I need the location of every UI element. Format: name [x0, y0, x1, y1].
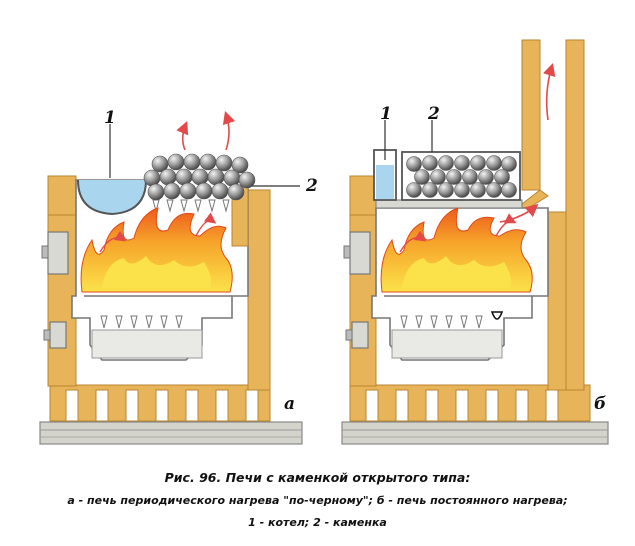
oven-a-label-kettle: 1 — [104, 108, 116, 128]
oven-b-letter: б — [594, 394, 607, 414]
oven-b-chimney-right — [565, 39, 585, 391]
figure-caption-parts: 1 - котел; 2 - каменка — [248, 516, 387, 529]
oven-a-ash-door — [49, 321, 67, 349]
oven-b-label-kettle: 1 — [380, 104, 392, 124]
oven-b-chimney-left — [521, 39, 541, 191]
oven-a-left-wall — [47, 175, 77, 387]
oven-a-stones — [143, 153, 256, 201]
figure-caption-legend: а - печь периодического нагрева "по-черн… — [67, 494, 568, 507]
oven-a — [39, 110, 303, 445]
oven-a-base — [39, 421, 303, 445]
oven-b-left-wall — [349, 175, 377, 387]
oven-b — [341, 39, 609, 445]
figure-caption-title: Рис. 96. Печи с каменкой открытого типа: — [164, 470, 471, 485]
oven-diagrams — [39, 39, 609, 445]
oven-a-right-wall — [247, 189, 271, 391]
oven-a-fire-door — [47, 231, 69, 275]
oven-b-ash-door — [351, 321, 369, 349]
oven-b-fire-door — [349, 231, 371, 275]
oven-a-kettle — [77, 179, 147, 216]
oven-b-stones — [406, 155, 517, 198]
oven-a-letter: а — [284, 394, 296, 414]
oven-b-label-stones: 2 — [428, 104, 440, 124]
oven-a-label-stones: 2 — [306, 176, 318, 196]
oven-b-base — [341, 421, 609, 445]
